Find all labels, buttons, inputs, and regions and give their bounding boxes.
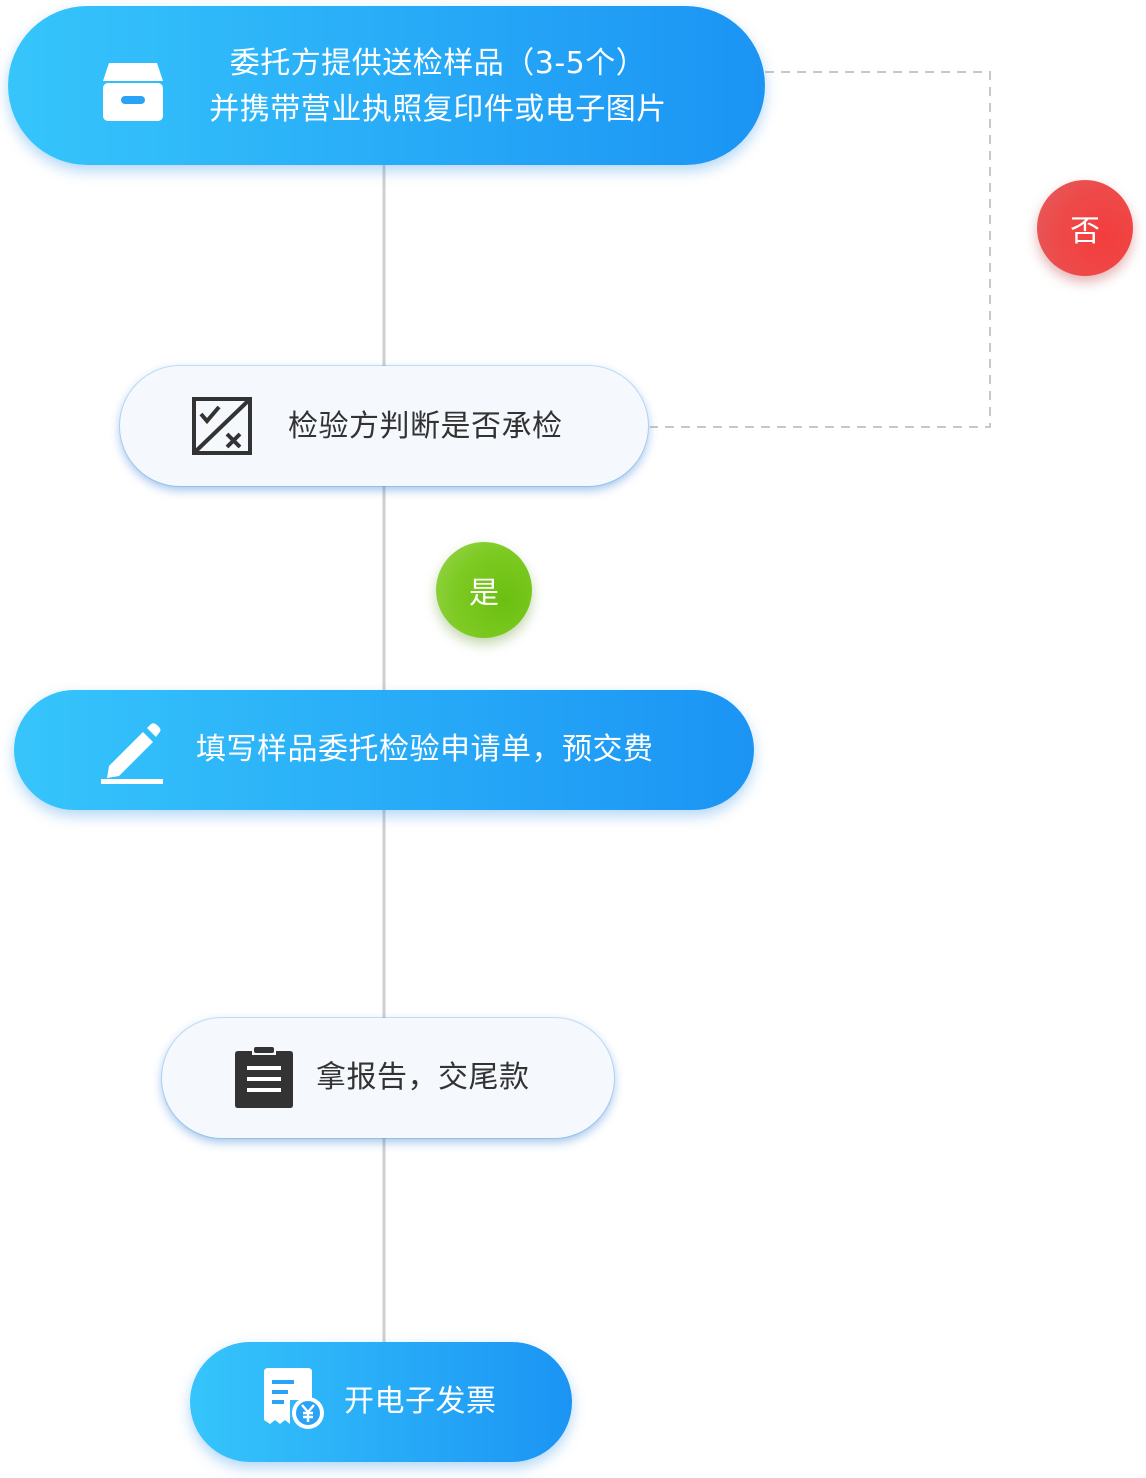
step-issue-invoice-label: 开电子发票 bbox=[344, 1384, 497, 1419]
step-submit-samples-line-1: 委托方提供送检样品（3-5个） bbox=[229, 46, 647, 81]
decision-yes-label: 是 bbox=[469, 576, 499, 611]
pencil-edit-icon bbox=[101, 723, 163, 784]
check-cross-board-icon bbox=[192, 397, 252, 455]
decision-no-label: 否 bbox=[1070, 214, 1100, 249]
decision-yes-badge: 是 bbox=[436, 542, 532, 638]
step-submit-samples: 委托方提供送检样品（3-5个） 并携带营业执照复印件或电子图片 bbox=[8, 6, 765, 165]
step-submit-samples-line-2: 并携带营业执照复印件或电子图片 bbox=[209, 92, 667, 127]
clipboard-report-icon bbox=[235, 1047, 293, 1108]
step-fill-application: 填写样品委托检验申请单，预交费 bbox=[14, 690, 754, 810]
step-decide-acceptance-label: 检验方判断是否承检 bbox=[288, 409, 563, 444]
step-get-report-label: 拿报告，交尾款 bbox=[316, 1060, 530, 1095]
step-decide-acceptance: 检验方判断是否承检 bbox=[120, 366, 648, 486]
invoice-yuan-icon bbox=[264, 1368, 324, 1429]
no-branch-dashed-connector bbox=[650, 71, 991, 428]
step-get-report: 拿报告，交尾款 bbox=[162, 1018, 614, 1138]
step-submit-samples-label: 委托方提供送检样品（3-5个） 并携带营业执照复印件或电子图片 bbox=[178, 41, 698, 133]
step-issue-invoice: 开电子发票 bbox=[190, 1342, 572, 1462]
decision-no-badge: 否 bbox=[1037, 180, 1133, 276]
step-fill-application-label: 填写样品委托检验申请单，预交费 bbox=[196, 732, 654, 767]
archive-box-icon bbox=[103, 63, 163, 121]
